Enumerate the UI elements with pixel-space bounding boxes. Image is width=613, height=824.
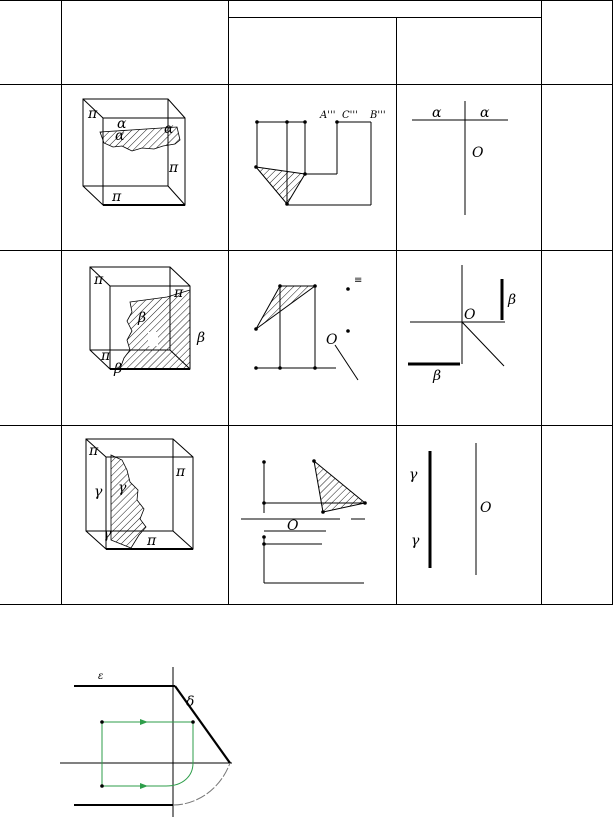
- beta-box-label-6: β: [113, 361, 122, 377]
- row-beta-projection: ≡ O: [254, 275, 362, 381]
- beta-scheme-label-1: β: [507, 292, 516, 308]
- gamma-box-label-5: γ: [103, 526, 112, 542]
- proj-label-b3: B''': [369, 110, 386, 121]
- proj-label-o-beta: O: [326, 332, 338, 348]
- alpha-box-label-5: π: [168, 160, 179, 176]
- gamma-scheme-label-1: γ: [409, 467, 418, 483]
- gamma-box-label-1: π: [88, 443, 99, 459]
- row-gamma-scheme: γ γ O: [409, 443, 492, 575]
- row-gamma-box: π π γ γ γ π: [85, 438, 194, 550]
- row-beta-scheme: O β β: [408, 265, 516, 384]
- row-gamma-projection: O: [241, 459, 367, 584]
- proj-label-o-gamma: O: [287, 518, 299, 534]
- gamma-scheme-label-o: O: [480, 500, 492, 516]
- alpha-box-label-6: π: [111, 189, 122, 205]
- gamma-box-label-3: γ: [94, 484, 103, 500]
- beta-box-label-3: β: [137, 310, 146, 326]
- row-alpha-box: π α α α π π: [82, 98, 186, 206]
- alpha-scheme-label-2: α: [480, 105, 490, 121]
- alpha-scheme-label-1: α: [432, 105, 442, 121]
- gamma-box-label-6: π: [146, 533, 157, 549]
- gamma-box-label-4: γ: [118, 480, 127, 496]
- row-alpha-projection: A''' C''' B''': [254, 110, 386, 206]
- beta-scheme-label-o: O: [464, 307, 476, 323]
- bottom-figure: ε δ: [60, 667, 232, 817]
- beta-scheme-label-2: β: [432, 368, 441, 384]
- alpha-box-label-2: α: [117, 116, 127, 132]
- alpha-box-label-1: π: [87, 106, 98, 122]
- beta-box-label-2: π: [173, 285, 184, 301]
- proj-label-coincide: ≡: [354, 275, 362, 286]
- table-grid: [0, 0, 613, 605]
- proj-label-c3: C''': [342, 110, 358, 121]
- figure-label-delta: δ: [186, 694, 194, 710]
- beta-box-label-5: π: [100, 348, 111, 364]
- alpha-box-label-4: α: [164, 121, 174, 137]
- beta-box-label-4: β: [196, 330, 205, 346]
- alpha-scheme-label-o: O: [472, 145, 484, 161]
- beta-box-label-1: π: [93, 272, 104, 288]
- gamma-box-label-2: π: [175, 464, 186, 480]
- gamma-scheme-label-2: γ: [411, 533, 420, 549]
- row-beta-box: π π β β π β: [89, 266, 205, 377]
- figure-label-epsilon: ε: [98, 671, 103, 682]
- proj-label-a3: A''': [319, 110, 335, 121]
- alpha-box-label-3: α: [115, 128, 125, 144]
- row-alpha-scheme: α α O: [412, 101, 508, 215]
- green-path: [101, 719, 194, 789]
